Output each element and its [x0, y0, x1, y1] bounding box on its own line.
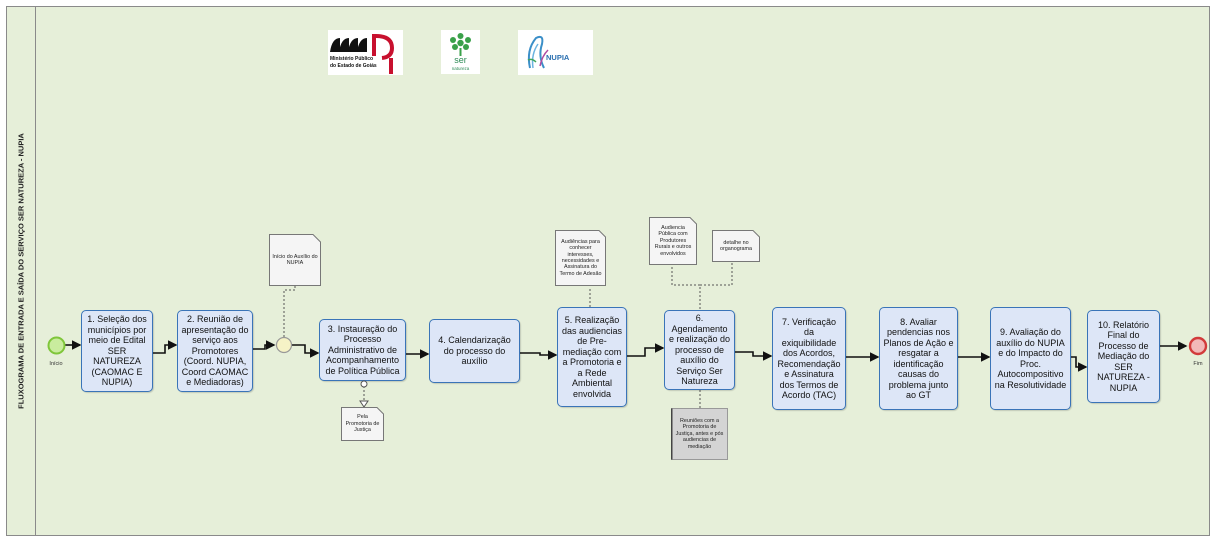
ser-natureza-leaf-icon [450, 33, 471, 56]
nupia-logo: NUPIA [518, 30, 593, 75]
task-3-attachment-circle [360, 380, 368, 388]
ser-natureza-logo: ser natureza [441, 30, 480, 74]
note-pela-promotoria-text: Pela Promotoria de Justiça [345, 414, 380, 434]
task-1-selecao-municipios[interactable]: 1. Seleção dos municípios por meio de Ed… [81, 310, 153, 392]
task-6-agendamento-auxilio[interactable]: 6. Agendamento e realização do processo … [664, 310, 735, 390]
note-audiencia-publica: Audiencia Pública com Produtores Rurais … [649, 217, 697, 265]
mp-goias-logo-mark [330, 34, 395, 74]
task-8-avaliar-pendencias[interactable]: 8. Avaliar pendencias nos Planos de Ação… [879, 307, 958, 410]
note-reunioes-text: Reuniões com a Promotoria de Justiça, an… [675, 417, 724, 450]
task-2-reuniao-apresentacao[interactable]: 2. Reunião de apresentação do serviço ao… [177, 310, 253, 392]
note-audiencias-text: Audiências para conhecer interesses, nec… [559, 238, 602, 277]
note-detalhe-organograma-text: detalhe no organograma [719, 239, 753, 252]
note-audiencia-publica-shape [649, 217, 697, 265]
note-reunioes: Reuniões com a Promotoria de Justiça, an… [671, 408, 728, 460]
ser-logo-title: ser [454, 55, 467, 65]
nupia-logo-mark [527, 35, 549, 69]
task-1-label: 1. Seleção dos municípios por meio de Ed… [87, 314, 147, 388]
note-inicio-auxilio-shape [269, 234, 321, 286]
note-audiencia-publica-text: Audiencia Pública com Produtores Rurais … [654, 224, 692, 257]
task-2-label: 2. Reunião de apresentação do serviço ao… [181, 314, 249, 388]
task-5-audiencias-pre-mediacao[interactable]: 5. Realização das audiencias de Pre-medi… [557, 307, 627, 407]
note-detalhe-organograma: detalhe no organograma [712, 230, 760, 262]
task-6-label: 6. Agendamento e realização do processo … [668, 313, 731, 387]
task-4-label: 4. Calendarização do processo do auxílio [438, 335, 511, 367]
ser-logo-subtitle: natureza [451, 66, 470, 71]
task-9-avaliacao-impacto[interactable]: 9. Avaliação do auxílio do NUPIA e do Im… [990, 307, 1071, 410]
task-7-verificacao-acordos[interactable]: 7. Verificação da exiquibilidade dos Aco… [772, 307, 846, 410]
task-9-label: 9. Avaliação do auxílio do NUPIA e do Im… [994, 327, 1067, 390]
end-event [1188, 336, 1208, 356]
start-event [47, 336, 66, 355]
nupia-logo-text: NUPIA [546, 53, 570, 62]
note-pela-promotoria-shape [341, 407, 384, 441]
note-audiencias: Audiências para conhecer interesses, nec… [555, 230, 606, 286]
end-event-label: Fim [1193, 361, 1203, 367]
sequence-flows [65, 340, 1188, 372]
task-3-label: 3. Instauração do Processo Administrativ… [325, 323, 400, 376]
task-5-label: 5. Realização das audiencias de Pre-medi… [561, 315, 623, 399]
mp-goias-logo: Ministério Público do Estado de Goiás [328, 30, 403, 75]
task-10-relatorio-final[interactable]: 10. Relatório Final do Processo de Media… [1087, 310, 1160, 403]
pela-promotoria-arrowhead [359, 400, 369, 408]
start-event-label: Início [49, 361, 63, 367]
mp-logo-line2: do Estado de Goiás [330, 63, 377, 69]
task-10-label: 10. Relatório Final do Processo de Media… [1097, 319, 1150, 393]
note-pela-promotoria: Pela Promotoria de Justiça [341, 407, 384, 441]
pool [6, 6, 1210, 536]
pool-header [6, 6, 36, 536]
note-detalhe-organograma-shape [712, 230, 760, 262]
note-inicio-auxilio: Início do Auxílio do NUPIA [269, 234, 321, 286]
task-7-label: 7. Verificação da exiquibilidade dos Aco… [777, 316, 841, 401]
association-lines [283, 262, 733, 408]
task-4-calendarizacao[interactable]: 4. Calendarização do processo do auxílio [429, 319, 520, 383]
note-reunioes-shape [671, 408, 728, 460]
task-8-label: 8. Avaliar pendencias nos Planos de Ação… [883, 316, 954, 401]
intermediate-event [275, 336, 293, 354]
note-audiencias-shape [555, 230, 606, 286]
mp-logo-line1: Ministério Público [330, 56, 374, 62]
note-inicio-auxilio-text: Início do Auxílio do NUPIA [272, 253, 318, 266]
task-3-instauracao-processo[interactable]: 3. Instauração do Processo Administrativ… [319, 319, 406, 381]
